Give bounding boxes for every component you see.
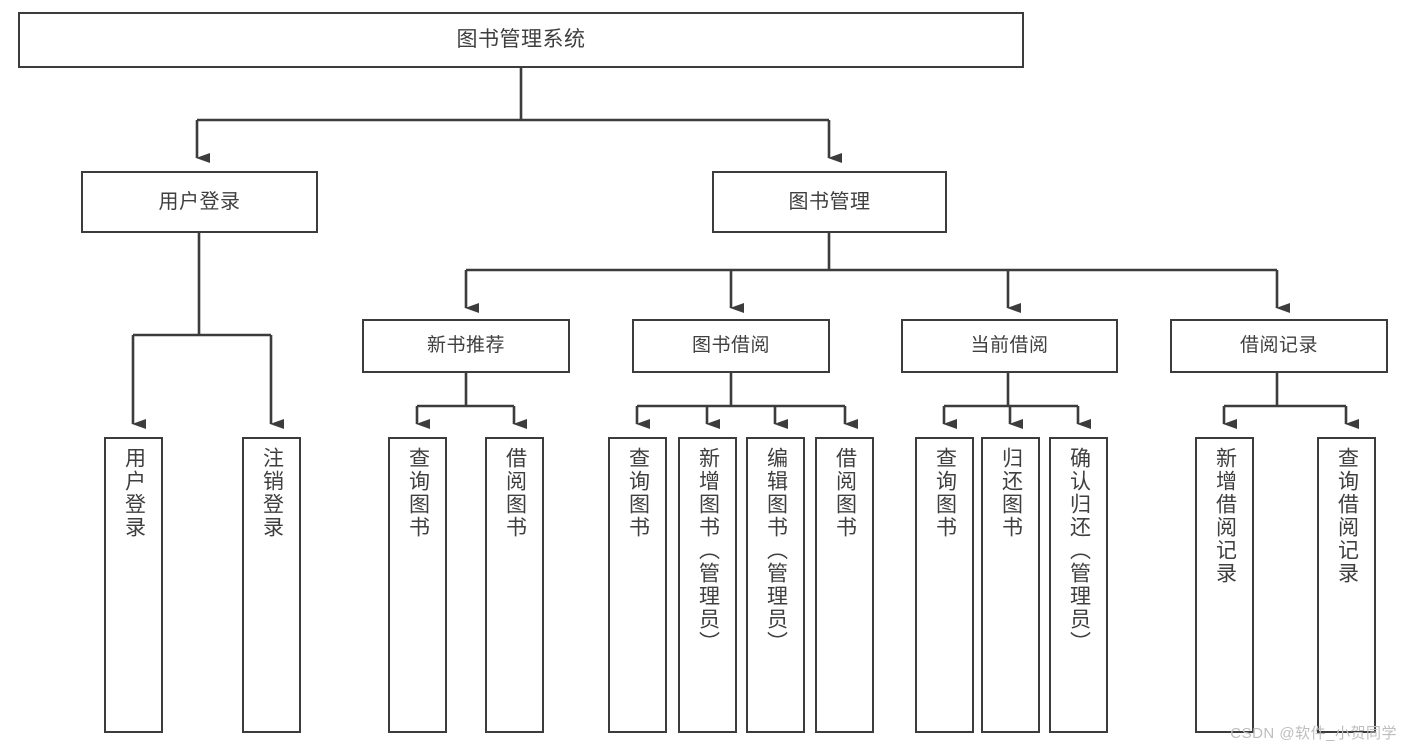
node-label: 编辑图书（管理员） — [764, 447, 788, 654]
node-book-borrow[interactable]: 图书借阅 — [632, 319, 830, 373]
node-leaf-borrow-book[interactable]: 借阅图书 — [815, 437, 874, 733]
node-label: 用户登录 — [158, 190, 241, 213]
node-leaf-add-book-admin[interactable]: 新增图书（管理员） — [678, 437, 737, 733]
node-label: 新书推荐 — [426, 335, 505, 357]
node-label: 当前借阅 — [970, 335, 1049, 357]
node-leaf-query-book-recommend[interactable]: 查询图书 — [388, 437, 447, 733]
node-label: 新增图书（管理员） — [696, 447, 720, 654]
node-leaf-query-borrow-record[interactable]: 查询借阅记录 — [1317, 437, 1376, 733]
node-label: 借阅图书 — [503, 447, 527, 539]
node-leaf-borrow-book-recommend[interactable]: 借阅图书 — [485, 437, 544, 733]
node-label: 图书借阅 — [691, 335, 770, 357]
node-leaf-confirm-return-admin[interactable]: 确认归还（管理员） — [1049, 437, 1108, 733]
node-leaf-query-book-current[interactable]: 查询图书 — [915, 437, 974, 733]
node-label: 查询图书 — [406, 447, 430, 539]
node-label: 借阅记录 — [1239, 335, 1318, 357]
node-current-borrow[interactable]: 当前借阅 — [901, 319, 1118, 373]
node-leaf-add-borrow-record[interactable]: 新增借阅记录 — [1195, 437, 1254, 733]
node-leaf-return-book[interactable]: 归还图书 — [981, 437, 1040, 733]
node-leaf-user-login[interactable]: 用户登录 — [104, 437, 163, 733]
node-user-login[interactable]: 用户登录 — [81, 171, 318, 233]
node-label: 图书管理系统 — [456, 27, 586, 51]
node-label: 确认归还（管理员） — [1067, 447, 1091, 654]
node-book-manage[interactable]: 图书管理 — [712, 171, 947, 233]
node-leaf-edit-book-admin[interactable]: 编辑图书（管理员） — [746, 437, 805, 733]
node-label: 查询借阅记录 — [1335, 447, 1359, 585]
csdn-watermark: CSDN @软件_小贺同学 — [1230, 725, 1397, 742]
node-borrow-record[interactable]: 借阅记录 — [1170, 319, 1388, 373]
node-new-book-recommend[interactable]: 新书推荐 — [362, 319, 570, 373]
node-label: 借阅图书 — [833, 447, 857, 539]
node-leaf-user-logout[interactable]: 注销登录 — [242, 437, 301, 733]
node-label: 新增借阅记录 — [1213, 447, 1237, 585]
node-root-book-management-system[interactable]: 图书管理系统 — [18, 12, 1024, 68]
node-label: 查询图书 — [933, 447, 957, 539]
node-label: 注销登录 — [260, 447, 284, 539]
node-label: 查询图书 — [626, 447, 650, 539]
node-label: 图书管理 — [788, 190, 871, 213]
node-leaf-query-book-borrow[interactable]: 查询图书 — [608, 437, 667, 733]
node-label: 用户登录 — [122, 447, 146, 539]
node-label: 归还图书 — [999, 447, 1023, 539]
